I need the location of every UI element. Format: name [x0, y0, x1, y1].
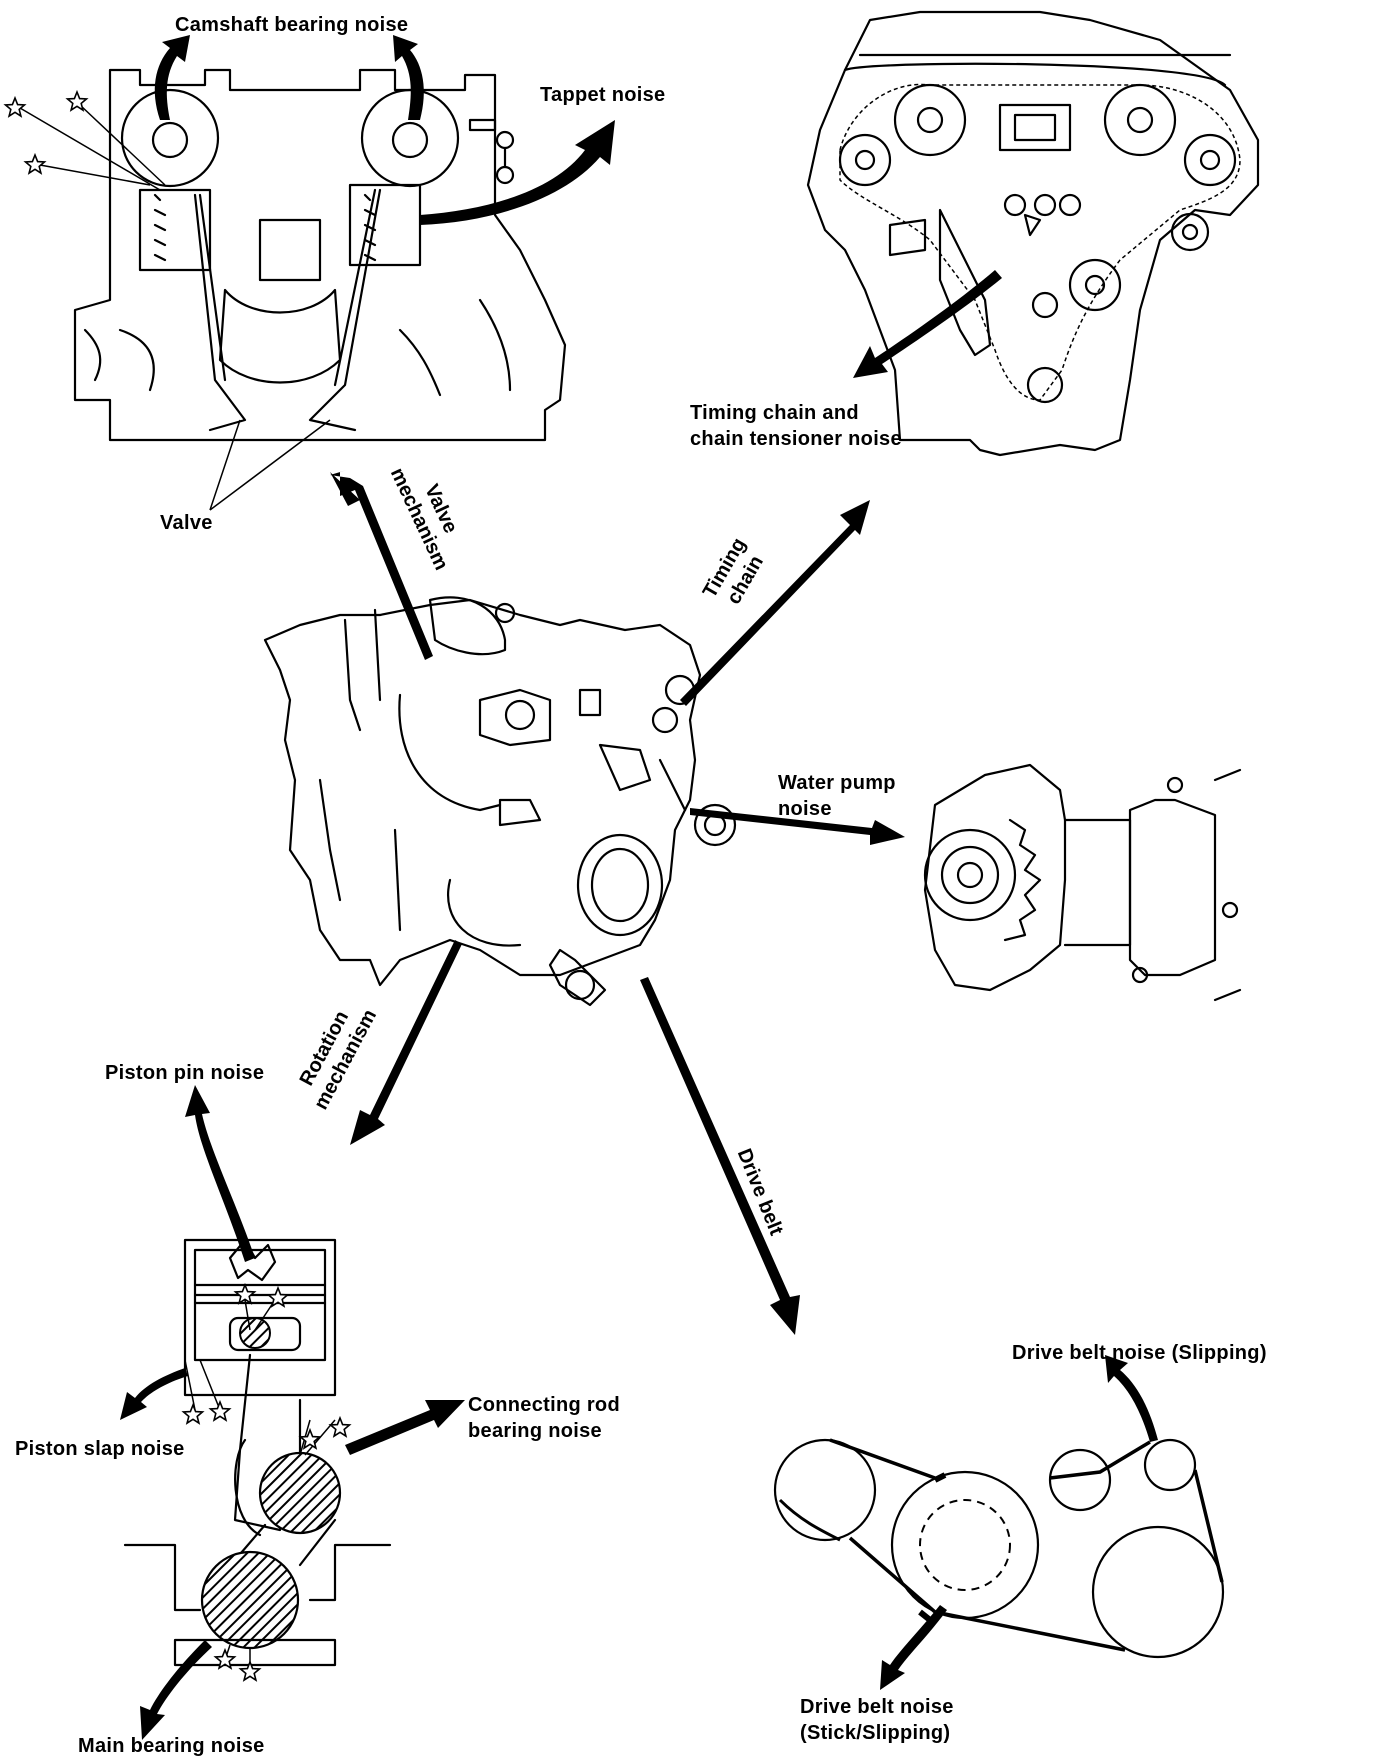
cylinder-head-drawing [73, 68, 567, 442]
timing-chain-noise-arrow [853, 270, 1002, 378]
tappet-noise-arrow [420, 120, 615, 225]
water-pump-noise-label-line2: noise [778, 798, 832, 820]
camshaft-noise-arrow-right [393, 35, 424, 120]
piston-slap-noise-arrow [120, 1368, 188, 1420]
timing-chain-noise-label-line2: chain tensioner noise [690, 428, 902, 450]
timing-chain-arrow [680, 500, 870, 706]
drive-belt-stick-arrow [880, 1605, 947, 1690]
camshaft-bearing-noise-label: Camshaft bearing noise [175, 14, 409, 36]
water-pump-noise-label-line1: Water pump [778, 772, 896, 794]
piston-pin-noise-label: Piston pin noise [105, 1062, 265, 1084]
head-star-markers [4, 91, 166, 191]
main-bearing-noise-arrow [140, 1640, 212, 1740]
camshaft-noise-arrow-left [154, 35, 190, 120]
drive-belt-noise-slipping-label: Drive belt noise (Slipping) [1012, 1342, 1267, 1364]
water-pump-arrow [690, 808, 905, 845]
drive-belt-noise-stick-label-line2: (Stick/Slipping) [800, 1722, 951, 1744]
drive-belt-arrow [640, 977, 800, 1335]
main-bearing-noise-label: Main bearing noise [78, 1735, 265, 1757]
timing-chain-drawing [806, 10, 1260, 457]
water-pump-drawing [923, 763, 1242, 1002]
drive-belt-slipping-arrow [1105, 1355, 1158, 1442]
engine-assembly-drawing [263, 596, 737, 1007]
connecting-rod-noise-arrow [345, 1400, 465, 1455]
piston-star-markers [182, 1284, 351, 1681]
tappet-noise-label: Tappet noise [540, 84, 666, 106]
drive-belt-noise-stick-label-line1: Drive belt noise [800, 1696, 954, 1718]
valve-label: Valve [160, 512, 213, 534]
valve-mechanism-arrow [330, 470, 433, 660]
valve-pointer-lines [209, 419, 331, 511]
drive-belt-drawing [773, 1438, 1225, 1659]
piston-slap-noise-label: Piston slap noise [15, 1438, 185, 1460]
timing-chain-noise-label-line1: Timing chain and [690, 402, 859, 424]
rotation-mechanism-arrow [350, 940, 462, 1145]
piston-pin-noise-arrow [185, 1085, 255, 1262]
connecting-rod-bearing-noise-label-line2: bearing noise [468, 1420, 602, 1442]
piston-assembly-drawing [123, 1238, 392, 1667]
connecting-rod-bearing-noise-label-line1: Connecting rod [468, 1394, 620, 1416]
